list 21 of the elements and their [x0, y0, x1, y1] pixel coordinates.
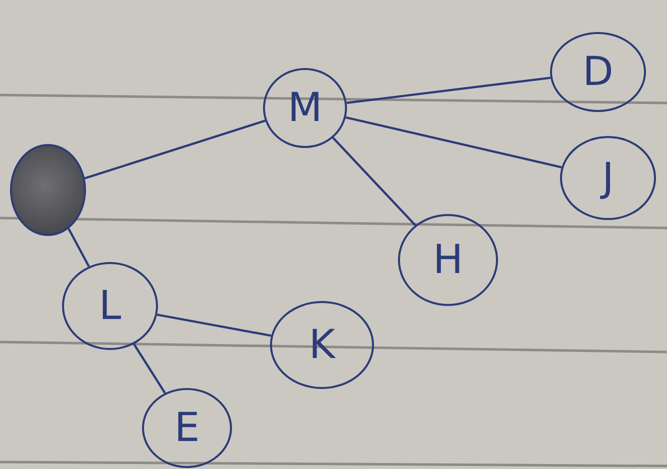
- node-label: D: [582, 52, 614, 92]
- connector-line: [68, 228, 90, 268]
- node-circle: [270, 301, 374, 389]
- connector-line: [133, 344, 166, 394]
- node-circle: [560, 136, 656, 220]
- node-circle: [550, 32, 646, 112]
- node-label: K: [308, 325, 336, 365]
- connector-line: [156, 314, 272, 337]
- connector-line: [346, 76, 551, 104]
- node-circle: [263, 68, 347, 148]
- connector-line: [332, 137, 416, 226]
- node-label: M: [288, 88, 322, 128]
- node-label: H: [432, 240, 464, 280]
- connector-line: [84, 120, 266, 180]
- node-label: E: [174, 408, 200, 448]
- node-circle: [398, 214, 498, 306]
- node-label: L: [98, 286, 122, 326]
- node-label: J: [602, 158, 614, 198]
- node-circle: [62, 262, 158, 350]
- node-circle: [142, 388, 232, 468]
- connector-line: [346, 116, 562, 168]
